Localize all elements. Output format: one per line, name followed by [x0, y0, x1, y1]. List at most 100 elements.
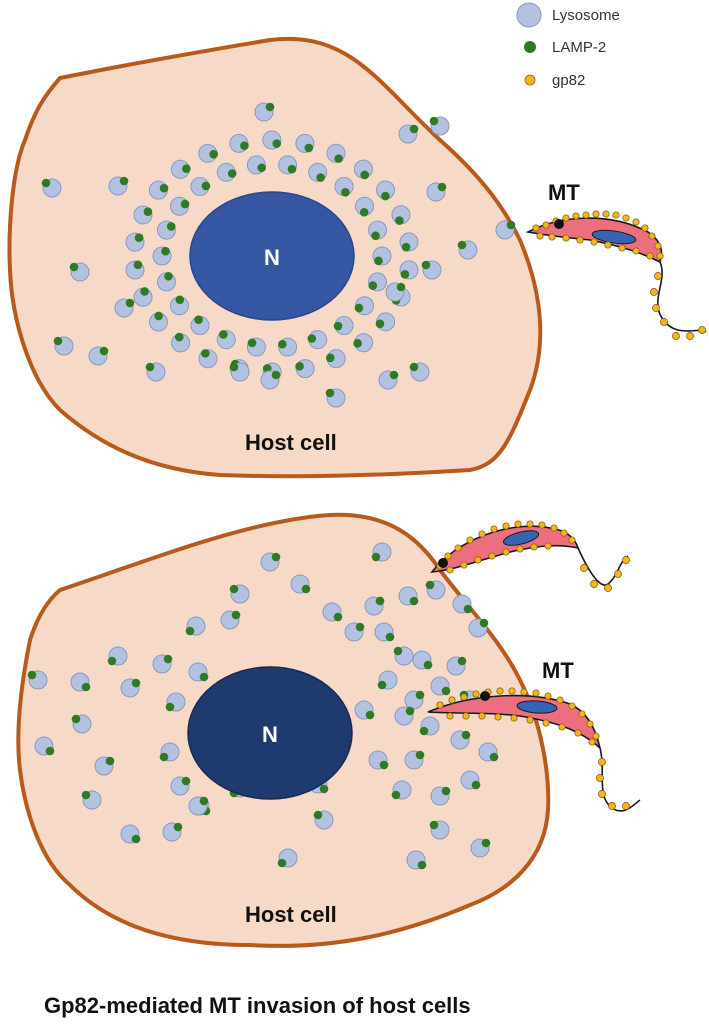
top-panel: N Host cell MT	[7, 36, 707, 479]
lysosome	[344, 622, 365, 642]
lamp2-marker	[81, 790, 91, 800]
gp82-dot	[586, 720, 594, 728]
lysosome	[246, 337, 266, 357]
lysosome	[404, 750, 425, 770]
lamp2-marker	[119, 176, 129, 186]
lysosome	[198, 349, 218, 369]
gp82-dot	[494, 713, 502, 721]
parasite-bottom-group	[427, 520, 641, 812]
lysosome	[188, 796, 209, 816]
lysosome	[277, 848, 298, 868]
lamp2-marker	[304, 143, 314, 153]
gp82-dot	[536, 232, 544, 240]
lamp2-marker	[45, 746, 55, 756]
lamp2-marker	[457, 240, 467, 250]
lamp2-marker	[145, 362, 155, 372]
lysosome	[460, 770, 481, 790]
lysosome	[148, 311, 168, 332]
gp82-dot	[574, 729, 582, 737]
lamp2-marker	[429, 820, 439, 830]
lysosome	[169, 295, 189, 316]
gp82-dot	[446, 712, 454, 720]
lamp2-marker	[441, 686, 451, 696]
lysosome	[409, 362, 430, 382]
lysosome	[353, 333, 374, 353]
lamp2-marker	[27, 670, 37, 680]
lamp2-marker	[41, 178, 51, 188]
gp82-dot	[502, 548, 510, 556]
gp82-dot	[632, 218, 640, 226]
lamp2-marker	[181, 776, 191, 786]
lysosome	[107, 646, 128, 666]
gp82-dot	[598, 790, 606, 798]
gp82-dot	[488, 552, 496, 560]
lysosome	[429, 820, 450, 840]
lamp2-marker	[307, 334, 317, 343]
lysosome	[53, 336, 74, 356]
lamp2-marker	[99, 346, 109, 356]
gp82-dot	[526, 716, 534, 724]
lysosome	[425, 580, 446, 600]
lamp2-marker	[421, 260, 431, 270]
lysosome	[260, 370, 281, 390]
gp82-dot	[592, 732, 600, 740]
lysosome	[374, 622, 395, 642]
lamp2-marker	[375, 319, 385, 329]
gp82-dot	[652, 304, 660, 312]
lysosome	[185, 616, 206, 636]
lamp2-marker	[400, 269, 410, 279]
gp82-dot	[590, 238, 598, 246]
lysosome	[307, 330, 328, 350]
lamp2-marker	[423, 660, 433, 670]
kinetoplast	[480, 691, 490, 701]
gp82-dot	[654, 272, 662, 280]
gp82-dot	[614, 570, 622, 578]
lamp2-marker	[385, 632, 395, 642]
gp82-dot	[646, 252, 654, 260]
lysosome	[334, 176, 354, 197]
lysosome	[368, 272, 388, 292]
gp82-dot	[520, 688, 528, 696]
lamp2-marker	[409, 596, 419, 606]
lamp2-marker	[229, 362, 239, 372]
lysosome	[353, 159, 373, 180]
lamp2-marker	[247, 338, 257, 348]
lysosome	[322, 602, 343, 622]
parasite-bottom-label: MT	[542, 658, 574, 683]
gp82-dot	[526, 520, 534, 528]
gp82-dot	[582, 211, 590, 219]
lysosome	[114, 298, 135, 318]
lamp2-marker	[180, 199, 190, 209]
lysosome	[325, 388, 346, 408]
lamp2-marker	[143, 207, 153, 216]
gp82-dot	[608, 802, 616, 810]
gp82-dot	[460, 561, 468, 569]
lysosome	[71, 714, 92, 734]
lamp2-marker	[359, 207, 369, 217]
gp82-dot	[542, 719, 550, 727]
lamp2-marker	[185, 626, 195, 636]
lysosome-group-top	[41, 102, 516, 408]
lamp2-marker	[164, 271, 173, 281]
lysosome	[391, 780, 412, 800]
gp82-dot	[530, 543, 538, 551]
lysosome	[229, 133, 249, 153]
lamp2-marker	[368, 281, 378, 290]
gp82-dot	[460, 693, 468, 701]
lamp2-marker	[154, 311, 163, 321]
lysosome	[216, 162, 237, 182]
lysosome	[229, 584, 250, 604]
lamp2-marker	[71, 714, 81, 724]
lysosome	[69, 262, 90, 282]
lysosome	[393, 646, 414, 666]
gp82-dot	[466, 536, 474, 544]
lysosome	[278, 337, 298, 357]
gp82-dot	[446, 566, 454, 574]
lamp2-marker	[417, 860, 427, 870]
gp82-dot	[618, 244, 626, 252]
lamp2-marker	[395, 216, 404, 225]
lamp2-marker	[81, 682, 91, 692]
gp82-dot	[472, 690, 480, 698]
lamp2-marker	[313, 810, 323, 820]
lamp2-marker	[409, 124, 419, 134]
